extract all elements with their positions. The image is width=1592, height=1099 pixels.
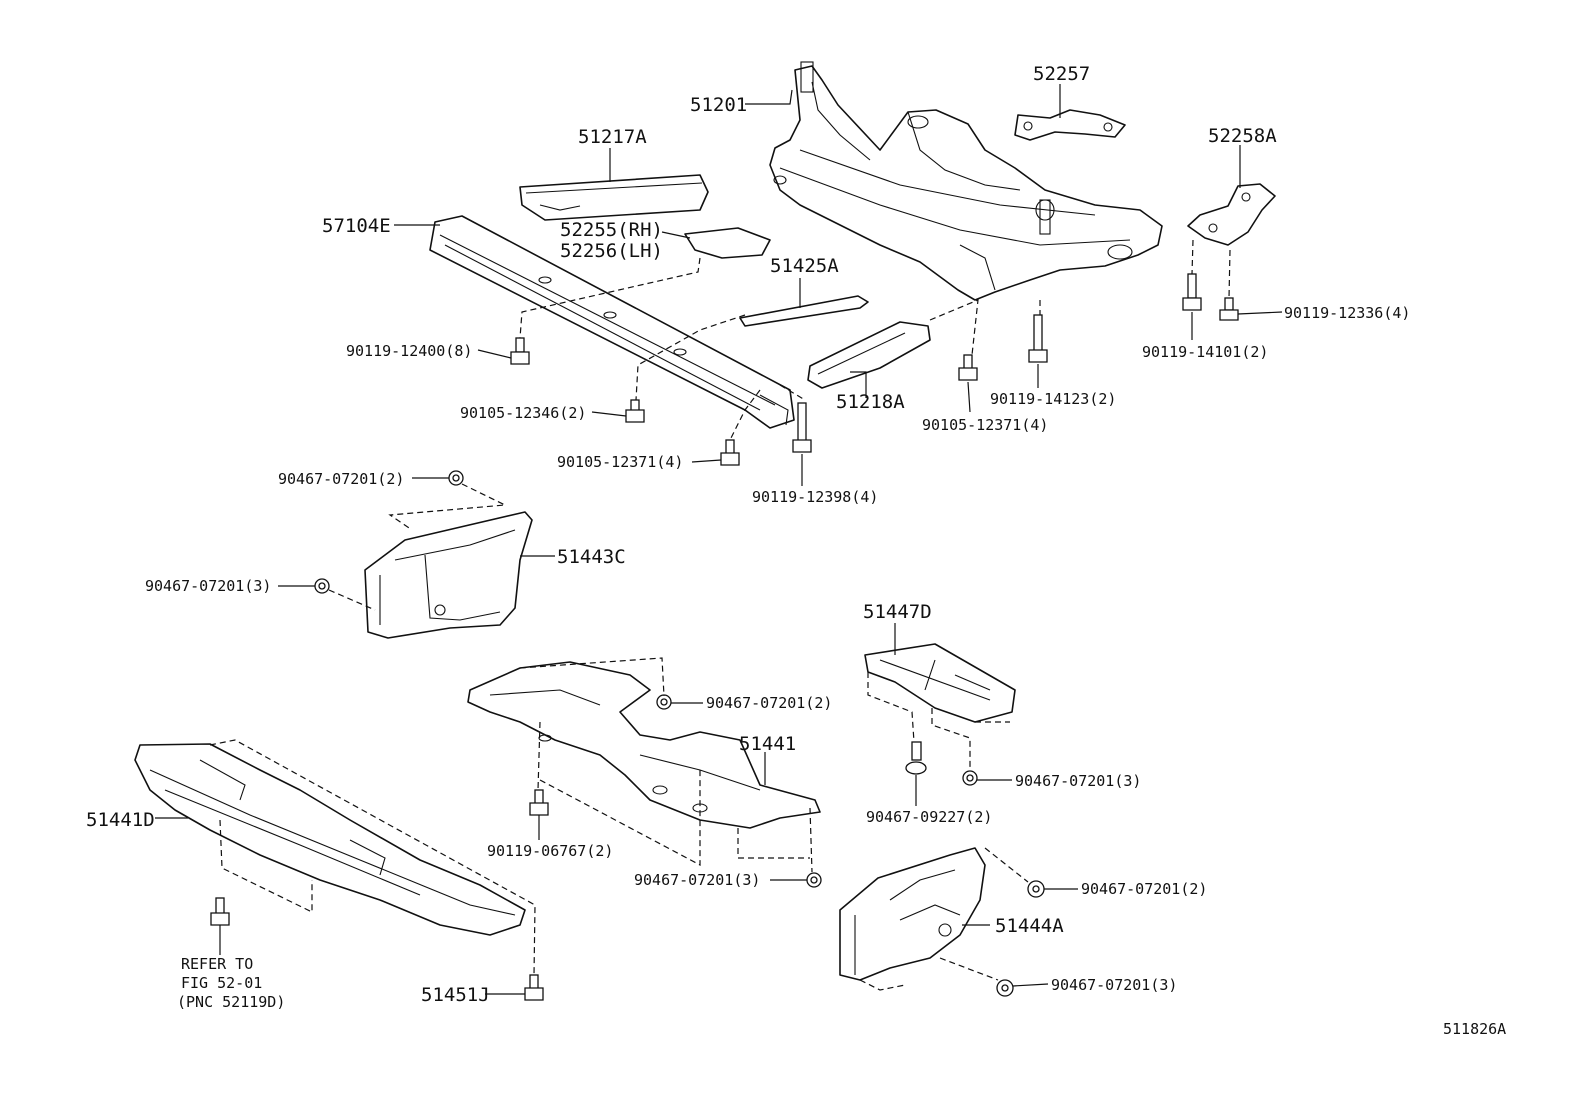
bolt-90119-12400: [510, 337, 530, 365]
crossmember-51201: [769, 61, 1163, 301]
label-90119-12336: 90119-12336(4): [1284, 304, 1410, 322]
bolt-90105-12371-right: [958, 354, 978, 381]
bolt-refer-52119D: [210, 897, 230, 926]
label-90105-12371-right: 90105-12371(4): [922, 416, 1048, 434]
label-90467-07201-c: 90467-07201(2): [706, 694, 832, 712]
bracket-51217A: [519, 174, 709, 221]
brace-52258A: [1187, 183, 1276, 246]
refer-note-line-1: REFER TO: [181, 955, 253, 973]
label-90119-06767: 90119-06767(2): [487, 842, 613, 860]
engine-under-cover-51441: [467, 661, 821, 829]
clip-90467-07201-g: [996, 979, 1014, 997]
bolt-90119-14101: [1182, 273, 1202, 311]
clip-90467-07201-a: [448, 470, 464, 486]
label-51425A: 51425A: [770, 255, 839, 277]
label-90467-07201-a: 90467-07201(2): [278, 470, 404, 488]
clip-90467-07201-d: [962, 770, 978, 786]
reinforcement-57104E: [429, 215, 795, 429]
clip-90467-07201-c: [656, 694, 672, 710]
bolt-90119-12398: [792, 402, 812, 453]
label-90467-09227: 90467-09227(2): [866, 808, 992, 826]
figure-id: 511826A: [1443, 1020, 1506, 1038]
clip-90467-09227: [905, 741, 927, 775]
label-90119-14123: 90119-14123(2): [990, 390, 1116, 408]
label-51443C: 51443C: [557, 546, 626, 568]
label-52255: 52255(RH): [560, 219, 663, 241]
label-51441D: 51441D: [86, 809, 155, 831]
label-51451J: 51451J: [421, 984, 490, 1006]
bolt-90119-14123: [1028, 314, 1048, 363]
bolt-90119-12336: [1219, 297, 1239, 321]
cover-51447D: [864, 643, 1016, 723]
clip-90467-07201-f: [1027, 880, 1045, 898]
label-52257: 52257: [1033, 63, 1090, 85]
label-90467-07201-e: 90467-07201(3): [634, 871, 760, 889]
label-51218A: 51218A: [836, 391, 905, 413]
front-lower-cover-51441D: [134, 743, 526, 936]
alignment-dashes: [209, 239, 1231, 991]
label-90467-07201-d: 90467-07201(3): [1015, 772, 1141, 790]
refer-note-line-3: (PNC 52119D): [177, 993, 285, 1011]
label-90105-12371-left: 90105-12371(4): [557, 453, 683, 471]
label-51444A: 51444A: [995, 915, 1064, 937]
label-90467-07201-b: 90467-07201(3): [145, 577, 271, 595]
clip-90467-07201-b: [314, 578, 330, 594]
label-51447D: 51447D: [863, 601, 932, 623]
bolt-51451J: [524, 974, 544, 1001]
label-51217A: 51217A: [578, 126, 647, 148]
label-90119-14101: 90119-14101(2): [1142, 343, 1268, 361]
brace-52257: [1014, 109, 1126, 141]
clip-90467-07201-e: [806, 872, 822, 888]
splash-shield-51443C: [364, 511, 533, 639]
label-90105-12346: 90105-12346(2): [460, 404, 586, 422]
leader-lines: [155, 84, 1283, 995]
part-labels: 51201 52257 52258A 51217A 57104E 52255(R…: [86, 63, 1506, 1038]
bar-51425A: [739, 295, 869, 327]
bolt-90105-12371-left: [720, 439, 740, 466]
label-51201: 51201: [690, 94, 747, 116]
refer-note-line-2: FIG 52-01: [181, 974, 262, 992]
label-90467-07201-f: 90467-07201(2): [1081, 880, 1207, 898]
label-57104E: 57104E: [322, 215, 391, 237]
plate-52255-52256: [684, 227, 771, 259]
bracket-51218A: [807, 321, 931, 389]
bolt-90119-06767: [529, 789, 549, 816]
label-51441: 51441: [739, 733, 796, 755]
label-52256: 52256(LH): [560, 240, 663, 262]
label-90119-12400: 90119-12400(8): [346, 342, 472, 360]
bolt-90105-12346: [625, 399, 645, 423]
label-52258A: 52258A: [1208, 125, 1277, 147]
splash-shield-51444A: [839, 847, 986, 981]
label-90119-12398: 90119-12398(4): [752, 488, 878, 506]
label-90467-07201-g: 90467-07201(3): [1051, 976, 1177, 994]
